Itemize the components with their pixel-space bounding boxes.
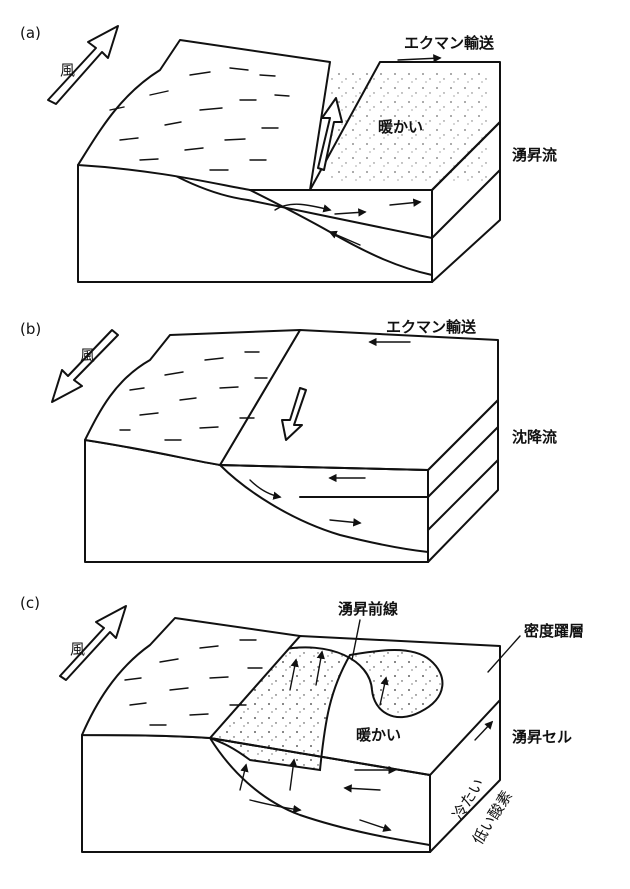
ekman-arrow-icon (397, 54, 442, 63)
panel-a-tag: (a) (20, 24, 41, 42)
panel-c: (c) 風 湧昇前線 (20, 594, 584, 853)
wind-arrow-icon (47, 25, 119, 105)
panel-c-land-texture (124, 639, 263, 726)
wind-arrow-icon (51, 329, 119, 403)
panel-a: (a) 風 (20, 24, 557, 283)
panel-b-wind-label: 風 (80, 346, 95, 364)
panel-c-wind-label: 風 (70, 640, 85, 658)
panel-a-land (77, 39, 331, 191)
panel-c-cell-label: 湧昇セル (512, 728, 572, 746)
panel-a-transport-label: エクマン輸送 (404, 34, 495, 52)
panel-b-land-texture (119, 351, 268, 441)
panel-b-flow-label: 沈降流 (512, 428, 557, 446)
panel-a-land-texture (109, 67, 290, 171)
flow-arrow-icon (317, 97, 343, 171)
panel-b-tag: (b) (20, 320, 41, 338)
panel-c-land (81, 617, 301, 739)
panel-b-land (84, 329, 301, 466)
panel-b-transport-label: エクマン輸送 (386, 318, 477, 336)
wind-arrow-icon (59, 605, 127, 681)
flow-arrow-icon (281, 387, 307, 441)
panel-b: (b) 風 エクマン輸送 沈降流 (20, 318, 557, 563)
panel-a-wind-label: 風 (60, 61, 75, 79)
panel-c-pycnocline-label: 密度躍層 (524, 622, 584, 640)
panel-c-front-label: 湧昇前線 (338, 600, 398, 618)
panel-a-flow-label: 湧昇流 (512, 146, 557, 164)
panel-a-warm-label: 暖かい (378, 118, 423, 136)
panel-c-warm-label: 暖かい (356, 726, 401, 744)
panel-c-tag: (c) (20, 594, 40, 612)
